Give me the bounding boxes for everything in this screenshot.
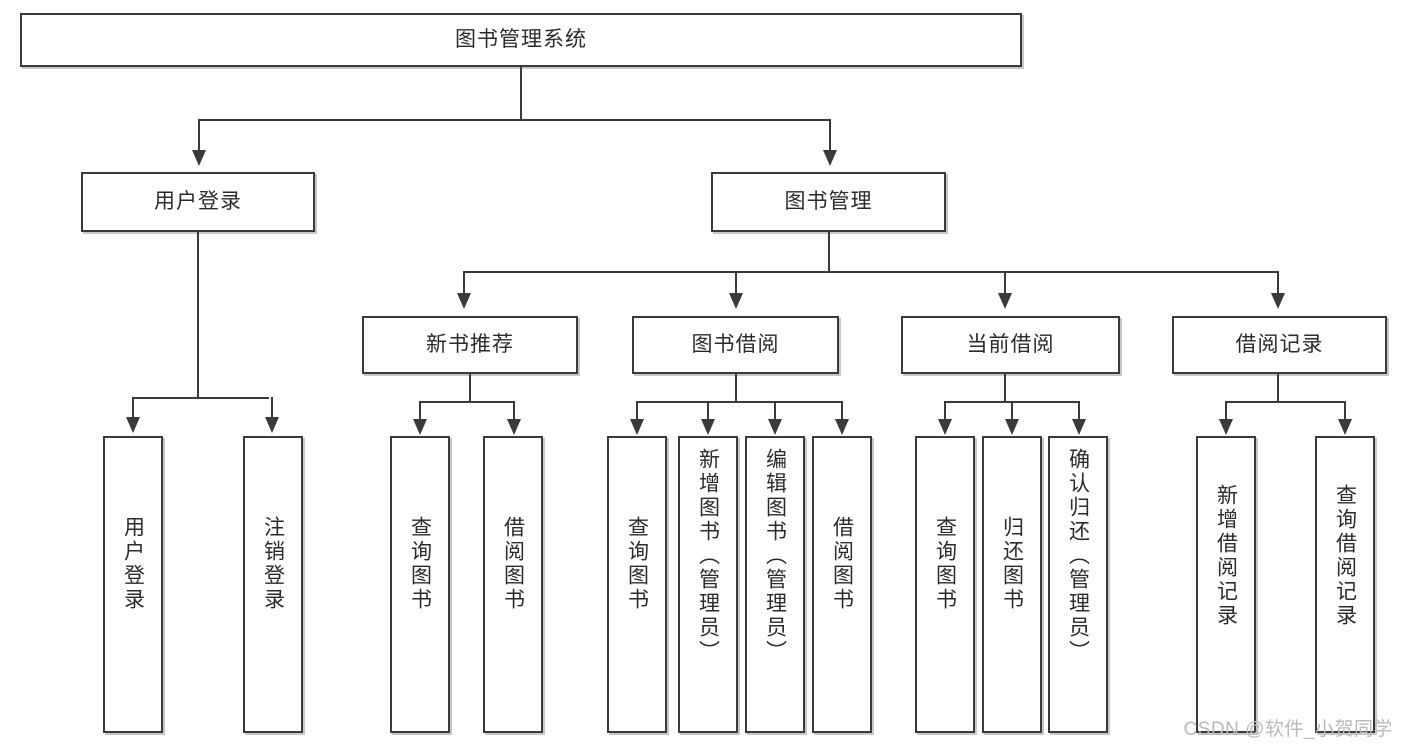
connector-new-book-to-leaf-2 (513, 401, 515, 421)
leaf-book-borrow-edit[interactable]: 编辑图书（管理员） (745, 436, 805, 733)
leaf-current-borrow-return[interactable]: 归还图书 (982, 436, 1042, 733)
connector-borrow-record-to-leaf-1 (1225, 401, 1227, 421)
arrow-book-mgmt-to-current-borrow (998, 293, 1012, 309)
leaf-borrow-record-query[interactable]: 查询借阅记录 (1315, 436, 1375, 733)
node-user-login-label: 用户登录 (154, 189, 242, 213)
leaf-current-borrow-confirm[interactable]: 确认归还（管理员） (1048, 436, 1108, 733)
arrow-book-borrow-to-leaf-4 (835, 419, 849, 435)
arrow-book-borrow-to-leaf-1 (630, 419, 644, 435)
leaf-current-borrow-query[interactable]: 查询图书 (915, 436, 975, 733)
leaf-book-borrow-add-label: 新增图书（管理员） (696, 448, 720, 664)
node-book-management[interactable]: 图书管理 (711, 172, 946, 232)
leaf-borrow-record-add-label: 新增借阅记录 (1214, 484, 1238, 628)
connector-current-borrow-stem (1004, 374, 1006, 402)
connector-new-book-stem (469, 374, 471, 402)
connector-user-login-stem (197, 232, 199, 398)
connector-current-borrow-to-leaf-1 (944, 401, 946, 421)
leaf-new-book-query[interactable]: 查询图书 (390, 436, 450, 733)
connector-book-mgmt-to-book-borrow (735, 271, 737, 295)
leaf-user-login-login[interactable]: 用户登录 (103, 436, 163, 733)
connector-new-book-bus (419, 401, 515, 403)
arrow-book-mgmt-to-book-borrow (729, 293, 743, 309)
node-book-borrow[interactable]: 图书借阅 (632, 316, 839, 374)
leaf-user-login-login-label: 用户登录 (121, 516, 145, 612)
connector-book-mgmt-to-new-book (463, 271, 465, 295)
leaf-borrow-record-add[interactable]: 新增借阅记录 (1196, 436, 1256, 733)
arrow-user-login-to-leaf-2 (265, 417, 279, 433)
leaf-book-borrow-edit-label: 编辑图书（管理员） (763, 448, 787, 664)
connector-new-book-to-leaf-1 (419, 401, 421, 421)
connector-current-borrow-to-leaf-2 (1011, 401, 1013, 421)
arrow-root-to-user-login (192, 150, 206, 166)
leaf-user-login-logout-label: 注销登录 (261, 516, 285, 612)
node-new-book-recommend[interactable]: 新书推荐 (362, 316, 578, 374)
node-borrow-record[interactable]: 借阅记录 (1172, 316, 1387, 374)
connector-current-borrow-to-leaf-3 (1078, 401, 1080, 421)
arrow-borrow-record-to-leaf-2 (1338, 419, 1352, 435)
arrow-borrow-record-to-leaf-1 (1219, 419, 1233, 435)
leaf-current-borrow-confirm-label: 确认归还（管理员） (1066, 448, 1090, 664)
leaf-book-borrow-add[interactable]: 新增图书（管理员） (678, 436, 738, 733)
connector-borrow-record-stem (1277, 374, 1279, 402)
arrow-root-to-book-mgmt (823, 150, 837, 166)
node-book-borrow-label: 图书借阅 (691, 332, 780, 356)
connector-book-borrow-to-leaf-2 (707, 401, 709, 421)
connector-borrow-record-to-leaf-2 (1344, 401, 1346, 421)
leaf-book-borrow-query-label: 查询图书 (625, 516, 649, 612)
connector-user-login-to-leaf-1 (132, 397, 134, 419)
arrow-new-book-to-leaf-1 (413, 419, 427, 435)
connector-book-mgmt-stem (828, 232, 830, 272)
leaf-current-borrow-return-label: 归还图书 (1000, 516, 1024, 612)
connector-root-stem (520, 67, 522, 120)
connector-root-to-book-mgmt (829, 119, 831, 152)
leaf-new-book-borrow[interactable]: 借阅图书 (483, 436, 543, 733)
node-book-management-label: 图书管理 (784, 189, 873, 213)
connector-book-mgmt-bus (463, 271, 1279, 273)
node-user-login[interactable]: 用户登录 (81, 172, 315, 232)
node-new-book-recommend-label: 新书推荐 (426, 332, 514, 356)
leaf-current-borrow-query-label: 查询图书 (933, 516, 957, 612)
connector-user-login-bus (132, 397, 269, 399)
connector-book-borrow-to-leaf-4 (841, 401, 843, 421)
leaf-new-book-query-label: 查询图书 (408, 516, 432, 612)
arrow-book-borrow-to-leaf-3 (768, 419, 782, 435)
leaf-new-book-borrow-label: 借阅图书 (501, 516, 525, 612)
connector-book-borrow-stem (735, 374, 737, 402)
connector-user-login-to-leaf-2 (271, 397, 273, 419)
leaf-user-login-logout[interactable]: 注销登录 (243, 436, 303, 733)
node-root-system-label: 图书管理系统 (455, 27, 587, 51)
arrow-book-mgmt-to-new-book (457, 293, 471, 309)
node-root-system[interactable]: 图书管理系统 (20, 13, 1022, 67)
arrow-current-borrow-to-leaf-2 (1005, 419, 1019, 435)
connector-book-mgmt-to-borrow-record (1277, 271, 1279, 295)
connector-book-mgmt-to-current-borrow (1004, 271, 1006, 295)
connector-root-bus (199, 119, 831, 121)
leaf-book-borrow-borrow[interactable]: 借阅图书 (812, 436, 872, 733)
connector-borrow-record-bus (1225, 401, 1345, 403)
arrow-book-borrow-to-leaf-2 (701, 419, 715, 435)
connector-book-borrow-bus (636, 401, 842, 403)
connector-book-borrow-to-leaf-3 (774, 401, 776, 421)
arrow-current-borrow-to-leaf-3 (1072, 419, 1086, 435)
leaf-book-borrow-query[interactable]: 查询图书 (607, 436, 667, 733)
node-borrow-record-label: 借阅记录 (1235, 332, 1324, 356)
node-current-borrow-label: 当前借阅 (966, 332, 1055, 356)
leaf-book-borrow-borrow-label: 借阅图书 (830, 516, 854, 612)
leaf-borrow-record-query-label: 查询借阅记录 (1333, 484, 1357, 628)
arrow-user-login-to-leaf-1 (126, 417, 140, 433)
arrow-book-mgmt-to-borrow-record (1271, 293, 1285, 309)
connector-root-to-user-login (198, 119, 200, 152)
arrow-current-borrow-to-leaf-1 (938, 419, 952, 435)
arrow-new-book-to-leaf-2 (507, 419, 521, 435)
node-current-borrow[interactable]: 当前借阅 (901, 316, 1120, 374)
connector-book-borrow-to-leaf-1 (636, 401, 638, 421)
